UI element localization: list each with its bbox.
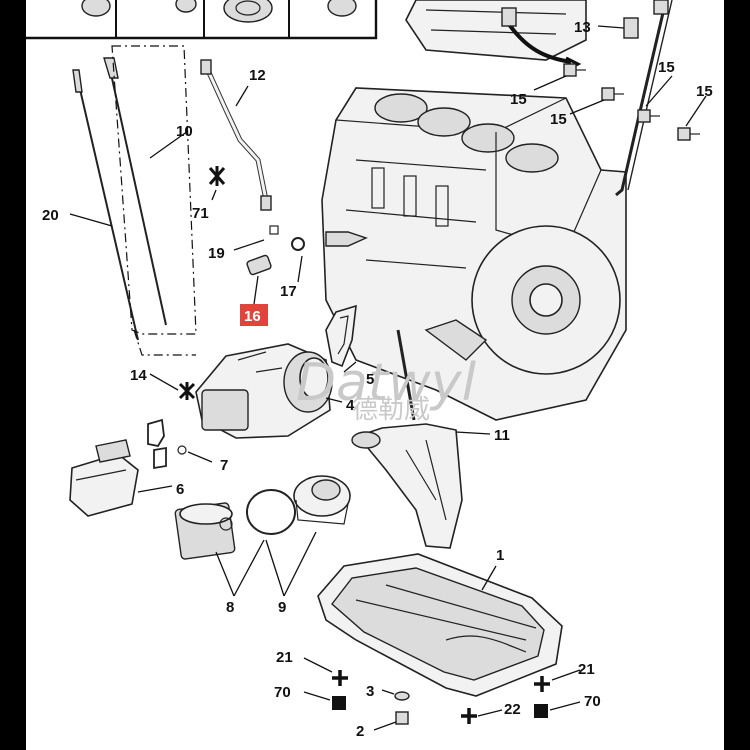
label-15-d: 15 xyxy=(696,83,713,100)
o-ring-9 xyxy=(246,489,296,535)
star-marker-71 xyxy=(208,166,226,186)
label-19: 19 xyxy=(208,245,225,262)
oil-filter-housing-4 xyxy=(195,343,333,439)
label-10: 10 xyxy=(176,123,193,140)
label-14: 14 xyxy=(130,367,147,384)
filter-element-8 xyxy=(174,502,236,560)
label-12: 12 xyxy=(249,67,266,84)
highlight-box-16 xyxy=(240,304,268,326)
label-22: 22 xyxy=(504,701,521,718)
label-70-left: 70 xyxy=(274,684,291,701)
label-2: 2 xyxy=(356,723,364,740)
label-1: 1 xyxy=(496,547,504,564)
label-15-c: 15 xyxy=(658,59,675,76)
label-21-right: 21 xyxy=(578,661,595,678)
sensor-and-seals xyxy=(246,225,368,276)
seals-7 xyxy=(147,418,187,470)
square-marker-70-right xyxy=(534,704,548,718)
oil-pump-11 xyxy=(351,329,463,549)
parts-diagram: Datwyl 德勒威 12 10 20 71 19 17 16 14 5 4 7… xyxy=(26,0,724,750)
plus-marker-21-right xyxy=(534,676,550,692)
heat-exchanger-6 xyxy=(69,439,139,517)
oil-tube-12 xyxy=(200,59,272,211)
label-8: 8 xyxy=(226,599,234,616)
top-inset-panel xyxy=(26,0,378,40)
bolts-15 xyxy=(563,63,700,141)
leader-lines xyxy=(69,25,707,731)
label-11: 11 xyxy=(494,427,510,444)
cylinder-head-fragment xyxy=(405,0,587,72)
plus-marker-22 xyxy=(461,708,477,724)
dipsticks xyxy=(72,45,197,356)
label-20: 20 xyxy=(42,207,59,224)
watermark-brand: Datwyl xyxy=(296,353,477,413)
drain-plug xyxy=(394,691,410,725)
label-5: 5 xyxy=(366,371,374,388)
label-15-b: 15 xyxy=(550,111,567,128)
label-3: 3 xyxy=(366,683,374,700)
label-17: 17 xyxy=(280,283,297,300)
dipstick-tube xyxy=(615,0,673,197)
label-4: 4 xyxy=(346,397,355,414)
label-13: 13 xyxy=(574,19,591,36)
watermark-chinese: 德勒威 xyxy=(352,395,430,425)
gasket-5 xyxy=(325,304,357,368)
square-marker-70-left xyxy=(332,696,346,710)
label-7: 7 xyxy=(220,457,228,474)
star-marker-14 xyxy=(178,382,196,400)
label-70-right: 70 xyxy=(584,693,601,710)
plus-marker-21-left xyxy=(332,670,348,686)
label-71: 71 xyxy=(192,205,209,222)
label-6: 6 xyxy=(176,481,184,498)
exploded-view: Datwyl 德勒威 12 10 20 71 19 17 16 14 5 4 7… xyxy=(26,0,713,740)
label-9: 9 xyxy=(278,599,286,616)
filter-cap-9 xyxy=(293,475,351,525)
label-16: 16 xyxy=(244,308,261,325)
label-21-left: 21 xyxy=(276,649,293,666)
label-15-a: 15 xyxy=(510,91,527,108)
oil-sump-1 xyxy=(317,553,563,697)
